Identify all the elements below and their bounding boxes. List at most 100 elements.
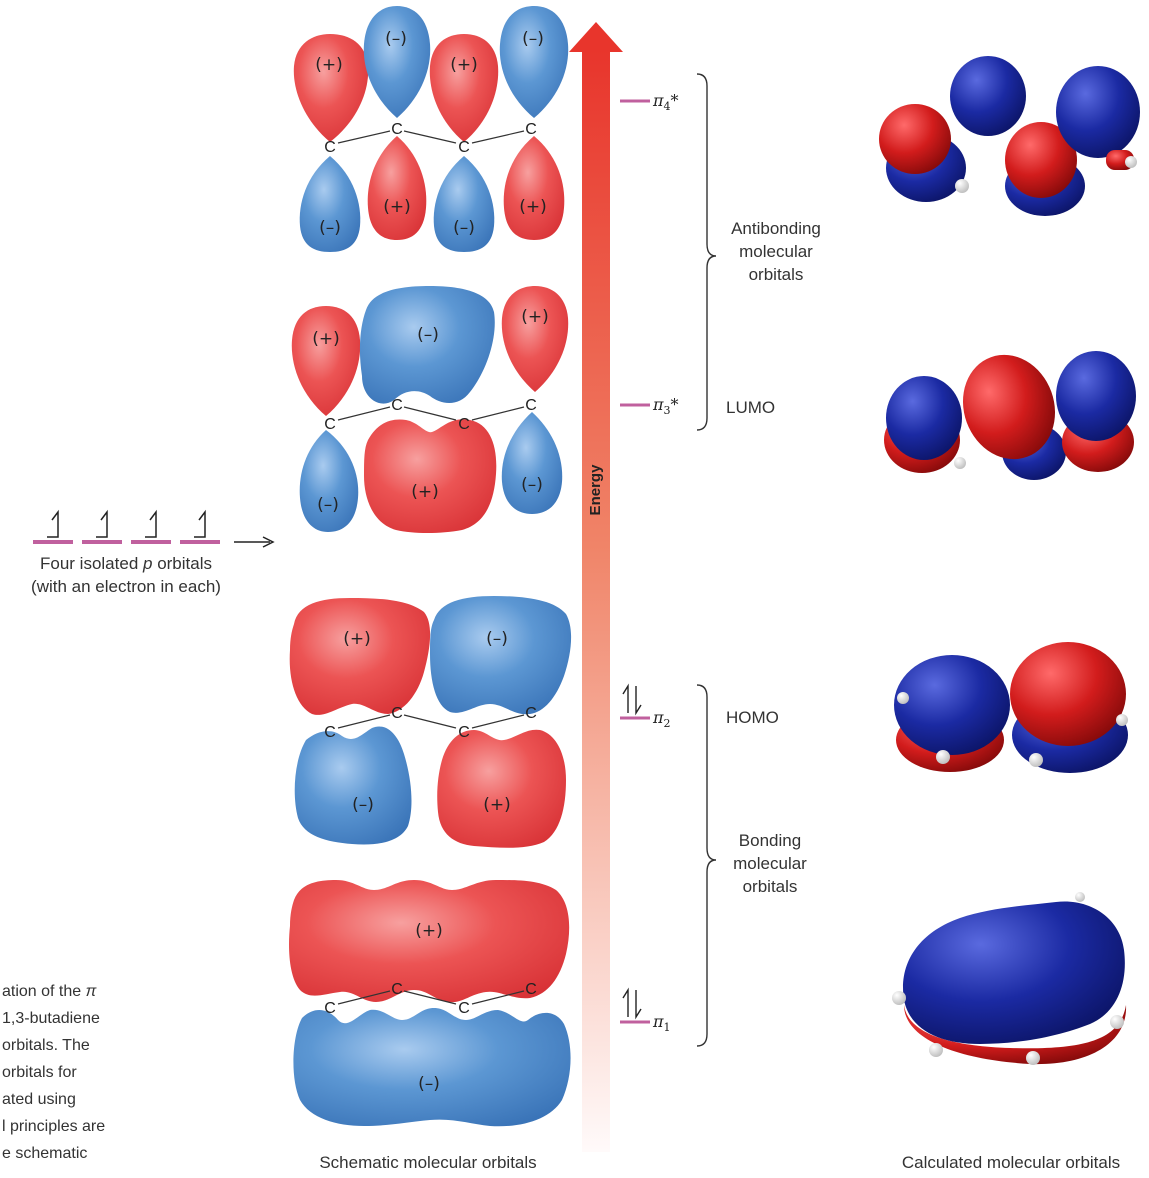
phase-sign-plus: (+) [521, 307, 549, 327]
carbon-atom: C [525, 397, 537, 414]
caption-line-5: ated using [2, 1091, 76, 1108]
lobe-blue [1056, 66, 1140, 158]
carbon-atom: C [458, 139, 470, 156]
hydrogen-atom [897, 692, 909, 704]
lobe-blue [950, 56, 1026, 136]
lobe-blue [359, 286, 495, 404]
carbon-skeleton [337, 406, 525, 421]
lobe-blue [299, 156, 361, 252]
calculated-orbital-pi2 [894, 642, 1128, 773]
phase-sign-plus: (+) [411, 482, 439, 502]
lobe-blue [903, 901, 1125, 1044]
caption-line-6: l principles are [2, 1118, 105, 1135]
phase-sign-minus: (–) [521, 475, 543, 495]
schematic-caption: Schematic molecular orbitals [319, 1153, 536, 1172]
energy-level-pi4: π4* [620, 91, 679, 113]
phase-sign-minus: (–) [417, 325, 439, 345]
schematic-orbital-pi4: C C C C (+) (–) (+) (–) (–) (+) (–) (+) [293, 6, 569, 252]
phase-sign-plus: (+) [450, 55, 478, 75]
isolated-orbital-3 [131, 509, 171, 544]
antibonding-label-line1: Antibonding [731, 219, 821, 238]
phase-sign-plus: (+) [343, 629, 371, 649]
hydrogen-atom [929, 1043, 943, 1057]
caption-line-3: orbitals. The [2, 1037, 90, 1054]
lobe-blue [299, 430, 359, 532]
spin-up-arrow-icon [145, 509, 157, 538]
hydrogen-atom [936, 750, 950, 764]
carbon-atom: C [324, 724, 336, 741]
spin-up-arrow-icon [194, 509, 206, 538]
hydrogen-atom [1125, 156, 1137, 168]
lobe-blue [894, 655, 1010, 755]
lobe-red [289, 598, 431, 715]
phase-sign-plus: (+) [312, 329, 340, 349]
carbon-atom: C [391, 981, 403, 998]
spin-up-arrow-icon [622, 683, 629, 713]
calculated-orbital-pi4 [879, 56, 1140, 216]
phase-sign-minus: (–) [453, 218, 475, 238]
carbon-atom: C [391, 121, 403, 138]
lobe-blue [433, 156, 495, 252]
phase-sign-minus: (–) [352, 795, 374, 815]
caption-line-7: e schematic [2, 1145, 87, 1162]
carbon-atom: C [525, 121, 537, 138]
lobe-blue [430, 596, 572, 715]
energy-arrow-shaft [582, 50, 610, 1152]
lobe-blue [294, 726, 412, 845]
spin-up-arrow-icon [47, 509, 59, 538]
carbon-atom: C [458, 416, 470, 433]
energy-level-pi1: π1 [620, 987, 671, 1034]
hydrogen-atom [1075, 892, 1085, 902]
lobe-red [879, 104, 951, 174]
lobe-blue [1056, 351, 1136, 441]
caption-line-1: ation of the π [2, 983, 97, 1000]
hydrogen-atom [954, 457, 966, 469]
phase-sign-minus: (–) [522, 29, 544, 49]
carbon-atom: C [324, 1000, 336, 1017]
isolated-orbital-4 [180, 509, 220, 544]
lobe-blue [363, 6, 431, 118]
isolated-p-orbitals: Four isolated p orbitals (with an electr… [31, 509, 275, 596]
carbon-atom: C [391, 397, 403, 414]
carbon-skeleton [337, 714, 525, 729]
lobe-red [367, 136, 427, 240]
lobe-blue [501, 412, 563, 514]
hydrogen-atom [1110, 1015, 1124, 1029]
lobe-red [904, 1005, 1127, 1065]
lobe-red [501, 286, 569, 392]
antibonding-brace [696, 73, 717, 431]
lobe-red [293, 34, 369, 142]
energy-arrow-head-icon [569, 22, 623, 52]
bonding-brace [696, 684, 717, 1047]
lobe-red [1005, 122, 1077, 198]
homo-label: HOMO [726, 708, 779, 727]
energy-level-pi3: π3* LUMO [620, 395, 775, 417]
spin-up-arrow-icon [622, 987, 629, 1017]
bonding-label-line3: orbitals [743, 877, 798, 896]
carbon-atom: C [458, 724, 470, 741]
lobe-blue [293, 1008, 571, 1127]
phase-sign-minus: (–) [319, 218, 341, 238]
isolated-orbital-1 [33, 509, 73, 544]
energy-level-pi2: π2 HOMO [620, 683, 779, 730]
hydrogen-atom [955, 179, 969, 193]
phase-sign-plus: (+) [383, 197, 411, 217]
energy-axis: Energy [569, 22, 623, 1152]
hydrogen-atom [1026, 1051, 1040, 1065]
spin-down-arrow-icon [635, 990, 642, 1020]
lobe-blue [499, 6, 569, 118]
phase-sign-minus: (–) [317, 495, 339, 515]
isolated-orbitals-label-line1: Four isolated p orbitals [40, 554, 212, 573]
lobe-red [1010, 642, 1126, 746]
lobe-red [289, 880, 570, 1003]
spin-down-arrow-icon [635, 686, 642, 716]
phase-sign-plus: (+) [415, 921, 443, 941]
carbon-atom: C [458, 1000, 470, 1017]
lobe-red [503, 136, 565, 240]
figure-caption-fragment: ation of the π 1,3-butadiene orbitals. T… [2, 983, 105, 1162]
lobe-red [429, 34, 499, 142]
lobe-red [962, 354, 1056, 460]
calculated-orbital-pi3 [884, 351, 1136, 480]
phase-sign-plus: (+) [315, 55, 343, 75]
